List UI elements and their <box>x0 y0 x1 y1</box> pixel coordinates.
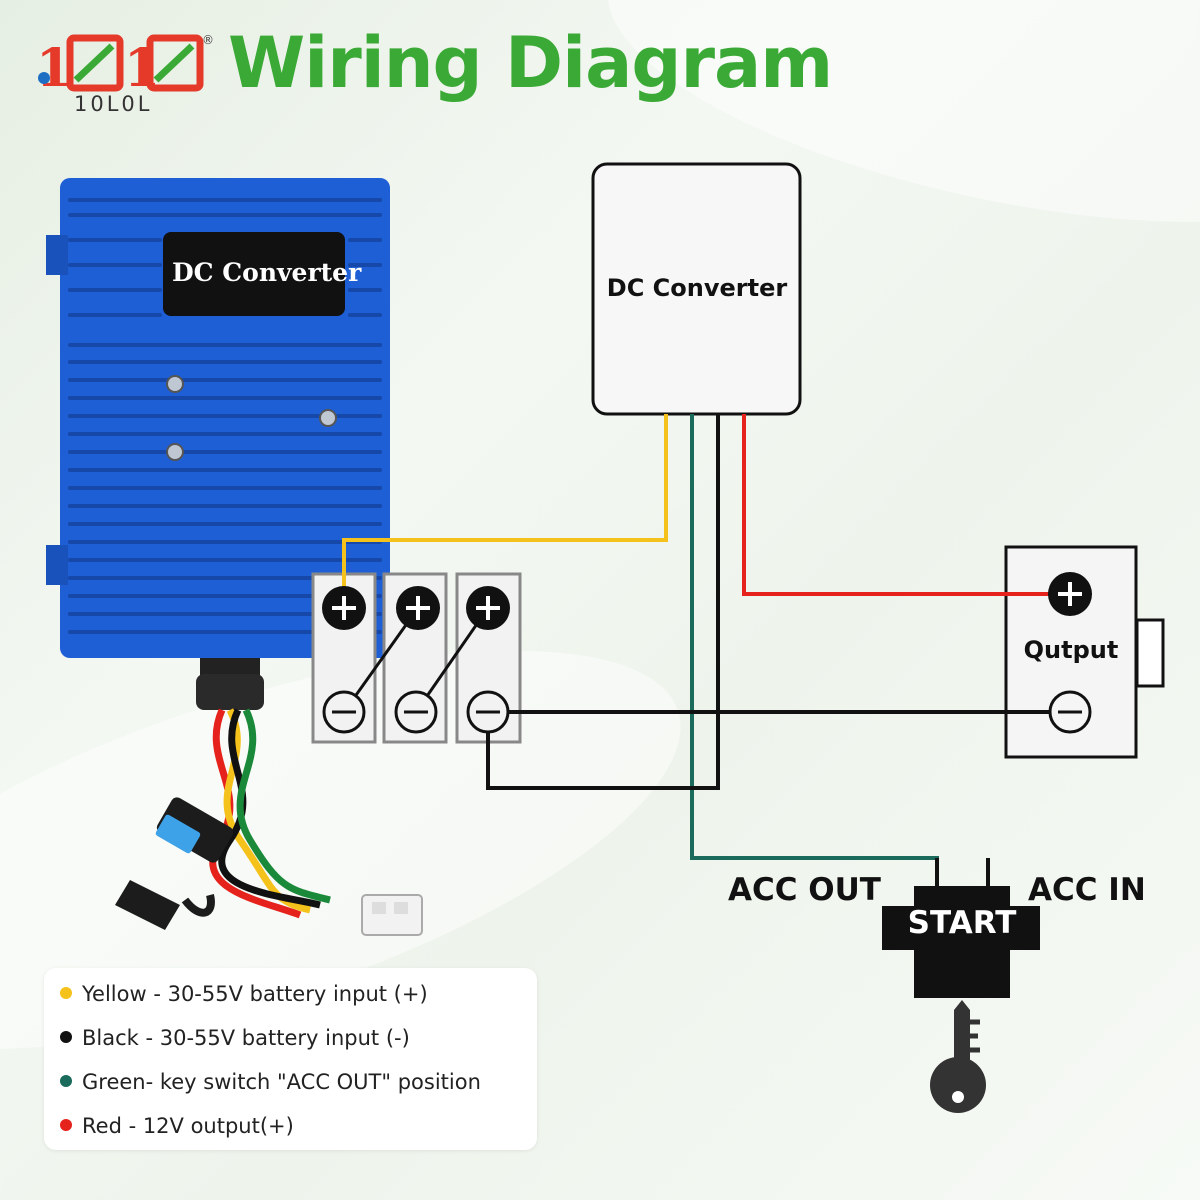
legend-item: Black - 30-55V battery input (-) <box>60 1026 410 1050</box>
product-label: DC Converter <box>172 258 362 287</box>
converter-box-label: DC Converter <box>606 274 788 302</box>
svg-text:1: 1 <box>36 38 72 98</box>
key-switch <box>882 858 1040 998</box>
legend-item: Green- key switch "ACC OUT" position <box>60 1070 481 1094</box>
page-title: Wiring Diagram <box>228 22 833 104</box>
converter-box <box>591 162 802 416</box>
minus-terminal-icon <box>322 690 366 734</box>
brand-logo: 1 1 ® <box>30 28 220 128</box>
output-minus-terminal-icon <box>1048 690 1092 734</box>
black-dot-icon <box>60 1031 72 1043</box>
plus-terminal-icon <box>322 586 366 630</box>
legend-item: Red - 12V output(+) <box>60 1114 294 1138</box>
legend-text: Green- key switch "ACC OUT" position <box>82 1070 481 1094</box>
acc-in-label: ACC IN <box>1028 872 1146 908</box>
red-dot-icon <box>60 1119 72 1131</box>
acc-out-label: ACC OUT <box>728 872 881 908</box>
green-dot-icon <box>60 1075 72 1087</box>
legend-text: Black - 30-55V battery input (-) <box>82 1026 410 1050</box>
svg-text:®: ® <box>202 33 214 47</box>
legend-text: Yellow - 30-55V battery input (+) <box>82 982 428 1006</box>
wire-legend: Yellow - 30-55V battery input (+) Black … <box>44 968 537 1150</box>
key-icon <box>930 1000 986 1113</box>
minus-terminal-icon <box>394 690 438 734</box>
start-label: START <box>907 905 1017 941</box>
minus-terminal-icon <box>466 690 510 734</box>
brand-name: 10L0L <box>74 92 153 116</box>
yellow-dot-icon <box>60 987 72 999</box>
legend-item: Yellow - 30-55V battery input (+) <box>60 982 428 1006</box>
plus-terminal-icon <box>466 586 510 630</box>
dc-converter-photo <box>46 178 423 936</box>
output-plus-terminal-icon <box>1048 572 1092 616</box>
legend-text: Red - 12V output(+) <box>82 1114 294 1138</box>
logo-box-icon <box>66 34 124 92</box>
output-box-label: Qutput <box>1023 636 1119 664</box>
plus-terminal-icon <box>396 586 440 630</box>
